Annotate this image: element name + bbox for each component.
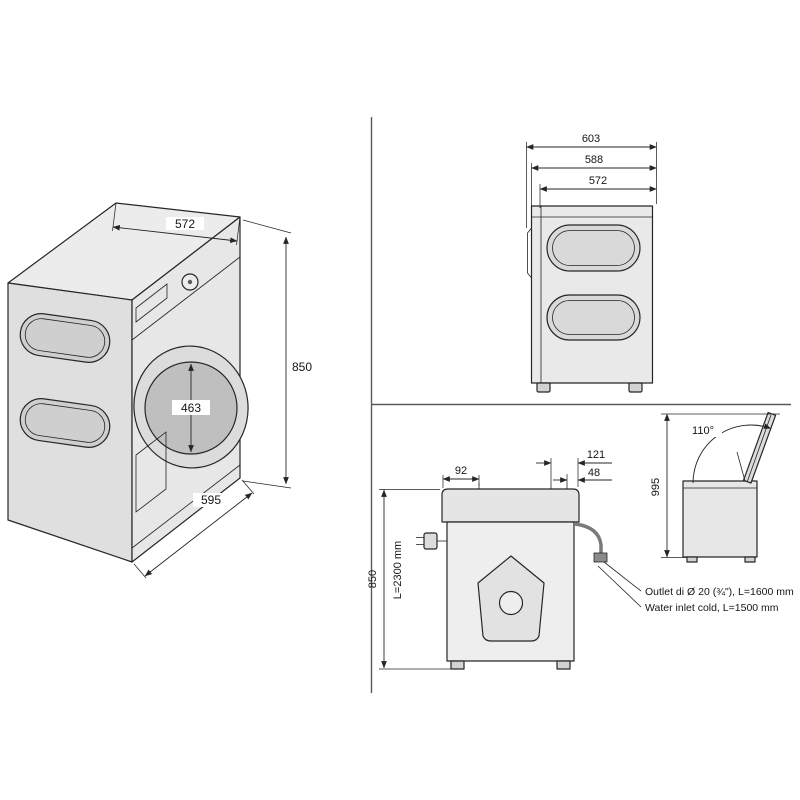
dim-rear-48: 48 — [553, 467, 612, 483]
side-recess-top — [19, 313, 111, 363]
ext-line — [133, 563, 147, 579]
inlet-label: Water inlet cold, L=1500 mm — [645, 602, 779, 614]
program-knob-dot — [187, 279, 193, 285]
foot-right — [556, 660, 571, 670]
dim-lid-height: 995 — [650, 413, 780, 558]
lid-view-foot-right — [744, 556, 756, 563]
dim-iso-depth: 595 — [133, 479, 255, 579]
dim-572-label: 572 — [589, 175, 607, 187]
foot-rear — [628, 382, 643, 393]
outlet-label: Outlet di Ø 20 (¾"), L=1600 mm — [645, 586, 794, 598]
dim-rear-121: 121 — [536, 449, 612, 487]
display-panel — [135, 283, 168, 323]
drain-hose — [574, 522, 603, 553]
washer-side-profile — [527, 205, 654, 393]
dim-iso-height: 850 — [242, 219, 312, 489]
hose-leaders: Outlet di Ø 20 (¾"), L=1600 mm Water inl… — [597, 561, 794, 614]
side-recess-bottom — [19, 398, 111, 448]
dim-iso-depth-label: 595 — [201, 493, 221, 507]
dim-92-label: 92 — [455, 465, 467, 477]
quadrant-dividers — [370, 117, 791, 693]
hoses — [574, 522, 608, 563]
plug-icon — [423, 532, 438, 550]
leader-line — [597, 565, 642, 608]
label-bg — [686, 424, 722, 437]
side-recess-bottom — [546, 294, 641, 341]
foot-front — [536, 382, 551, 393]
dim-121-label: 121 — [587, 449, 605, 461]
ext-line — [241, 479, 255, 495]
dim-iso-width-label: 572 — [175, 217, 195, 231]
dim-603-label: 603 — [582, 133, 600, 145]
lid-view-body — [682, 480, 758, 558]
foot-left — [450, 660, 465, 670]
label-bg — [172, 400, 210, 415]
side-recess-top-inner — [24, 318, 106, 358]
dim-588-label: 588 — [585, 154, 603, 166]
washer-isometric-body — [7, 202, 249, 563]
power-cord — [416, 532, 447, 550]
lid-view-foot-left — [686, 556, 698, 563]
rear-cover-hole — [498, 590, 524, 616]
dim-line — [144, 492, 253, 577]
lid-angle-label: 110° — [692, 425, 714, 437]
dim-door-label: 463 — [181, 401, 201, 415]
rear-top-cap — [441, 488, 580, 523]
dim-iso-width: 572 — [112, 202, 241, 246]
isometric-view: 572 850 595 463 — [7, 202, 312, 579]
leader-line — [603, 561, 642, 592]
ext-line — [242, 219, 292, 234]
control-panel-line — [131, 256, 241, 341]
dim-door-diameter: 463 — [172, 363, 210, 453]
ext-line — [242, 480, 292, 489]
dim-48-label: 48 — [588, 467, 600, 479]
washer-rear-body — [441, 482, 580, 670]
hose-fitting — [593, 552, 608, 563]
side-recess-bottom-inner — [24, 403, 106, 443]
dim-side-588: 588 — [531, 154, 657, 206]
cord-length-label: L=2300 mm — [392, 541, 404, 599]
dim-rear-height: 850 — [367, 489, 452, 670]
rear-view: L=2300 mm Outlet di Ø 20 (¾"), L=1600 mm… — [367, 449, 794, 670]
dim-rear-height-label: 850 — [367, 570, 379, 588]
lid-open-view: 110° 995 — [650, 412, 780, 563]
side-recess-top — [546, 224, 641, 272]
dim-iso-height-label: 850 — [292, 360, 312, 374]
dim-995-label: 995 — [650, 478, 662, 496]
side-recess-top-inner — [552, 230, 635, 266]
detergent-drawer — [135, 431, 167, 513]
label-bg — [166, 217, 204, 230]
door-bulge — [527, 227, 532, 279]
dim-side-572: 572 — [539, 175, 657, 208]
lid-strut — [736, 451, 746, 482]
label-bg — [193, 493, 230, 507]
side-view: 603 588 572 — [526, 133, 657, 393]
side-recess-bottom-inner — [552, 300, 635, 335]
dim-rear-92: 92 — [442, 465, 480, 488]
dim-side-603: 603 — [526, 133, 657, 228]
dim-line — [112, 224, 238, 244]
